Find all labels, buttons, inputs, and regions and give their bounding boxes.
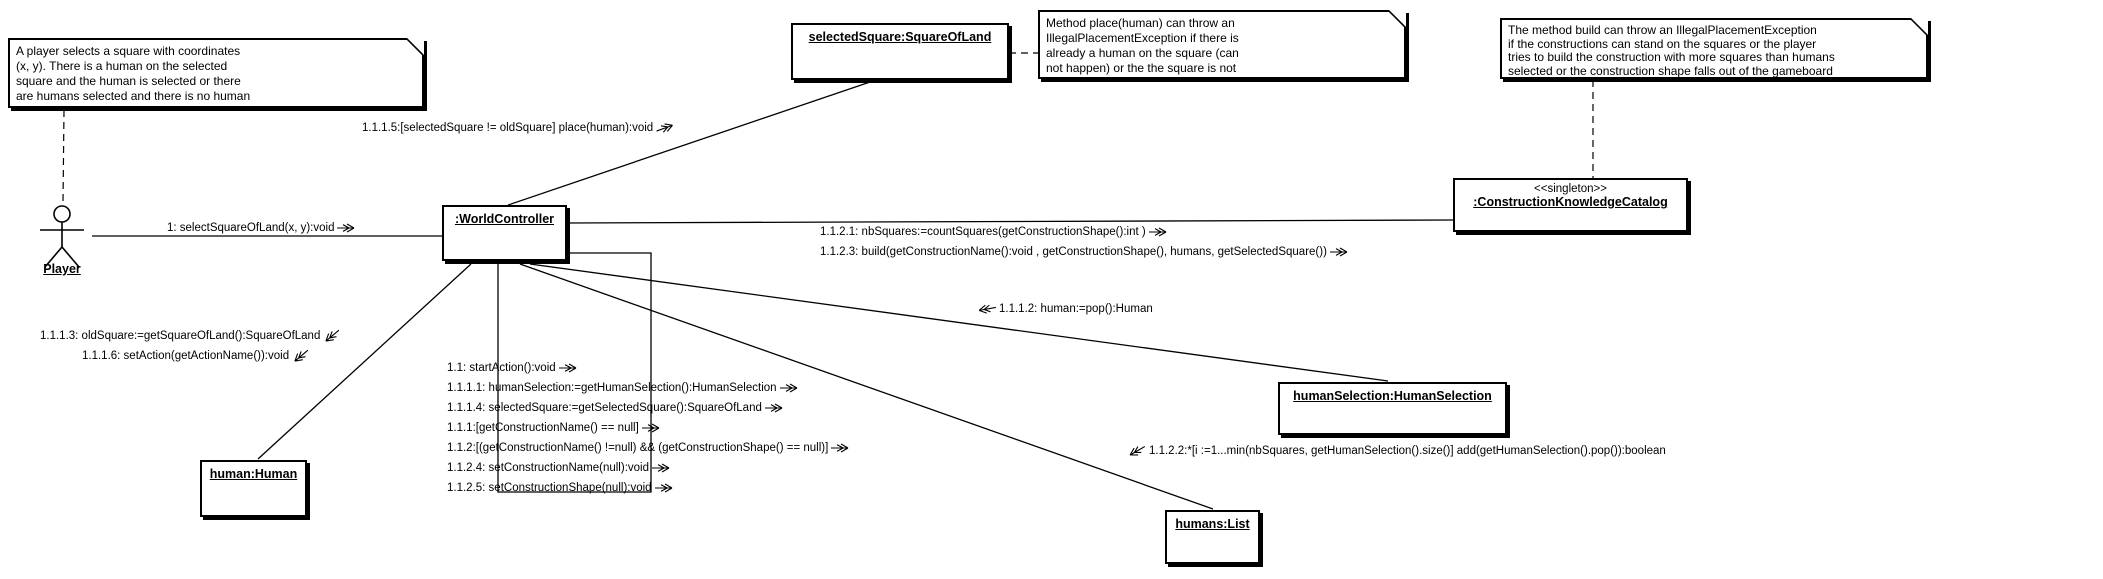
message-1112-label: 1.1.1.2: human:=pop():Human <box>999 303 1153 315</box>
player-actor-icon[interactable] <box>40 205 84 268</box>
link-worldcontroller-humanslist[interactable] <box>519 263 1214 510</box>
link-worldcontroller-humanselection[interactable] <box>529 263 1389 382</box>
message-1115[interactable]: 1.1.1.5:[selectedSquare != oldSquare] pl… <box>362 122 677 134</box>
message-1122-label: 1.1.2.2:*[i :=1...min(nbSquares, getHuma… <box>1149 445 1666 457</box>
link-worldcontroller-constructionknowledgecatalog[interactable] <box>566 219 1454 224</box>
message-1125[interactable]: 1.1.2.5: setConstructionShape(null):void <box>447 482 676 494</box>
message-112-label: 1.1.2:[(getConstructionName() !=null) &&… <box>447 442 829 454</box>
link-worldcontroller-selectedsquare[interactable] <box>507 80 874 206</box>
object-worldcontroller[interactable]: :WorldController <box>442 205 567 261</box>
message-arrow-icon <box>321 326 343 347</box>
message-111-guard[interactable]: 1.1.1:[getConstructionName() == null] <box>447 422 663 434</box>
note-line: tries to build the construction with mor… <box>1508 50 1835 64</box>
note-line: (x, y). There is a human on the selected <box>16 59 228 73</box>
note-line: Method place(human) can throw an <box>1046 16 1235 30</box>
note-line: if the constructions can stand on the sq… <box>1508 36 1817 51</box>
message-arrow-icon <box>654 483 674 493</box>
message-1115-label: 1.1.1.5:[selectedSquare != oldSquare] pl… <box>362 122 654 134</box>
object-worldcontroller-label: :WorldController <box>454 212 555 226</box>
message-1116-label: 1.1.1.6: setAction(getActionName()):void <box>82 350 290 362</box>
link-worldcontroller-self[interactable] <box>497 252 652 493</box>
message-arrow-icon <box>651 463 671 473</box>
message-1124[interactable]: 1.1.2.4: setConstructionName(null):void <box>447 462 673 474</box>
message-1113-label: 1.1.1.3: oldSquare:=getSquareOfLand():Sq… <box>40 330 321 342</box>
note-player-selection[interactable]: A player selects a square with coordinat… <box>8 37 425 108</box>
object-human[interactable]: human:Human <box>200 460 307 517</box>
message-1114-label: 1.1.1.4: selectedSquare:=getSelectedSqua… <box>447 402 762 414</box>
note-fold-icon <box>1387 9 1407 29</box>
object-humanslist[interactable]: humans:List <box>1165 510 1260 564</box>
message-1121-label: 1.1.2.1: nbSquares:=countSquares(getCons… <box>820 226 1146 238</box>
message-111-label: 1.1.1:[getConstructionName() == null] <box>447 422 639 434</box>
message-arrow-icon <box>1126 442 1148 461</box>
message-1-label: 1: selectSquareOfLand(x, y):void <box>167 222 335 234</box>
message-1124-label: 1.1.2.4: setConstructionName(null):void <box>447 462 649 474</box>
message-11-label: 1.1: startAction():void <box>447 362 556 374</box>
note-line: are humans selected and there is no huma… <box>16 89 251 103</box>
note-line: not happen) or the the square is not <box>1046 61 1237 75</box>
message-11[interactable]: 1.1: startAction():void <box>447 362 580 374</box>
message-1123-label: 1.1.2.3: build(getConstructionName():voi… <box>820 246 1327 258</box>
object-human-label: human:Human <box>209 467 298 481</box>
object-selectedsquare-label: selectedSquare:SquareOfLand <box>808 30 992 44</box>
message-arrow-icon <box>336 223 356 233</box>
message-arrow-icon <box>290 346 312 367</box>
object-stereotype: <<singleton>> <box>1534 183 1607 195</box>
message-arrow-icon <box>641 423 661 433</box>
message-arrow-icon <box>779 383 799 393</box>
message-112-guard[interactable]: 1.1.2:[(getConstructionName() !=null) &&… <box>447 442 852 454</box>
object-constructionknowledgecatalog[interactable]: <<singleton>> :ConstructionKnowledgeCata… <box>1453 178 1688 232</box>
message-arrow-icon <box>1148 227 1168 237</box>
note-anchor-player-note[interactable] <box>62 109 65 203</box>
message-1125-label: 1.1.2.5: setConstructionShape(null):void <box>447 482 652 494</box>
note-line: IllegalPlacementException if there is <box>1046 31 1239 45</box>
message-1123[interactable]: 1.1.2.3: build(getConstructionName():voi… <box>820 246 1351 258</box>
message-arrow-icon <box>558 363 578 373</box>
note-line: square and the human is selected or ther… <box>16 74 241 88</box>
message-1121[interactable]: 1.1.2.1: nbSquares:=countSquares(getCons… <box>820 226 1170 238</box>
note-line: The method build can throw an IllegalPla… <box>1508 23 1817 37</box>
note-place-exception[interactable]: Method place(human) can throw an Illegal… <box>1038 9 1407 79</box>
message-arrow-icon <box>1329 247 1349 257</box>
message-1116[interactable]: 1.1.1.6: setAction(getActionName()):void <box>82 349 313 362</box>
message-1114[interactable]: 1.1.1.4: selectedSquare:=getSelectedSqua… <box>447 402 786 414</box>
message-1111-label: 1.1.1.1: humanSelection:=getHumanSelecti… <box>447 382 777 394</box>
note-fold-icon <box>1909 17 1929 37</box>
note-line: already a human on the square (can <box>1046 46 1239 60</box>
actor-player-label[interactable]: Player <box>43 262 81 276</box>
message-arrow-icon <box>654 120 676 136</box>
message-1122[interactable]: 1.1.2.2:*[i :=1...min(nbSquares, getHuma… <box>1125 445 1666 457</box>
note-build-exception[interactable]: The method build can throw an IllegalPla… <box>1500 17 1929 79</box>
note-line: selected or the construction shape falls… <box>1508 63 1833 78</box>
object-humanselection[interactable]: humanSelection:HumanSelection <box>1278 382 1507 435</box>
object-humanselection-label: humanSelection:HumanSelection <box>1293 389 1492 403</box>
object-constructionknowledgecatalog-label: :ConstructionKnowledgeCatalog <box>1473 195 1668 209</box>
message-1111[interactable]: 1.1.1.1: humanSelection:=getHumanSelecti… <box>447 382 801 394</box>
object-selectedsquare[interactable]: selectedSquare:SquareOfLand <box>791 23 1009 80</box>
message-arrow-icon <box>764 403 784 413</box>
message-arrow-icon <box>830 443 850 453</box>
object-humanslist-label: humans:List <box>1175 517 1250 531</box>
link-worldcontroller-human[interactable] <box>257 263 472 460</box>
message-1113[interactable]: 1.1.1.3: oldSquare:=getSquareOfLand():Sq… <box>40 329 344 342</box>
note-line: A player selects a square with coordinat… <box>16 44 241 58</box>
message-arrow-icon <box>976 302 997 315</box>
note-fold-icon <box>405 37 425 57</box>
message-1[interactable]: 1: selectSquareOfLand(x, y):void <box>167 222 358 234</box>
message-1112[interactable]: 1.1.1.2: human:=pop():Human <box>975 303 1153 315</box>
